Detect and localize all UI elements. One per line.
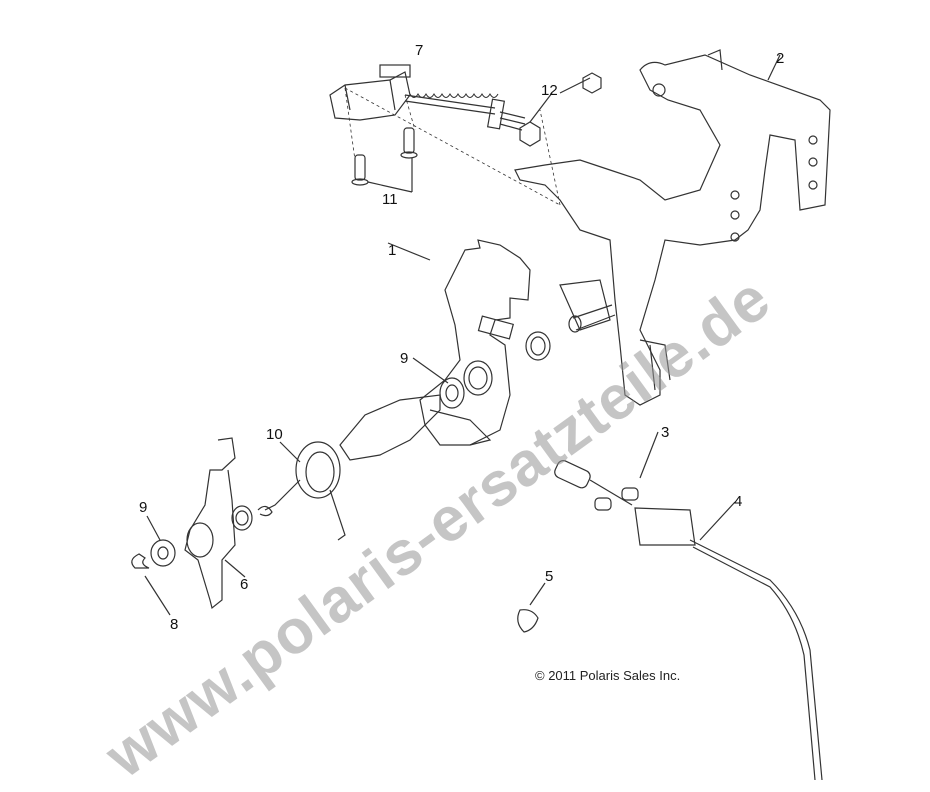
- callout-2: 2: [776, 50, 785, 67]
- callout-3: 3: [661, 424, 670, 441]
- callout-1: 1: [388, 242, 397, 259]
- callout-6: 6: [240, 576, 249, 593]
- part-7-switch-assembly: [329, 64, 526, 131]
- callout-11: 11: [382, 191, 398, 208]
- callout-9-upper: 9: [400, 350, 409, 367]
- callout-8: 8: [170, 616, 179, 633]
- callout-9-lower: 9: [139, 499, 148, 516]
- part-11-pins: [351, 127, 418, 193]
- part-12-nuts: [519, 72, 602, 147]
- dashed-guide-lines: [344, 87, 561, 206]
- callout-12: 12: [541, 82, 558, 99]
- callout-7: 7: [415, 42, 424, 59]
- part-8-9-clip-washer: [131, 515, 176, 616]
- copyright-notice: © 2011 Polaris Sales Inc.: [535, 668, 681, 683]
- part-3-4-cable: [554, 431, 823, 781]
- part-1-pedal: [339, 239, 531, 461]
- part-6-lever: [184, 437, 273, 610]
- part-9-bushings: [412, 304, 616, 409]
- part-2-bracket: [514, 49, 831, 406]
- part-10-spring: [264, 441, 346, 541]
- callout-5: 5: [545, 568, 554, 585]
- callout-4: 4: [734, 493, 743, 510]
- callout-10: 10: [266, 426, 283, 443]
- part-5-clip: [517, 582, 546, 633]
